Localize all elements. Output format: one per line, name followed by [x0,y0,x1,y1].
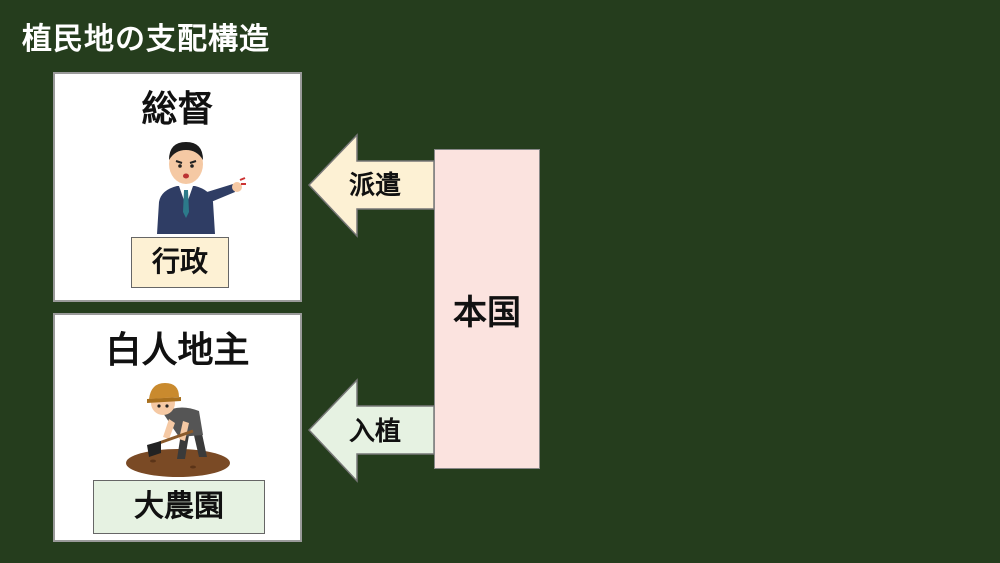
farmer-digging-icon [123,373,233,481]
governor-panel: 総督 行政 [53,72,302,302]
governor-heading: 総督 [141,89,214,130]
plantation-label: 大農園 [93,480,265,534]
home-country-box: 本国 [434,149,540,469]
dispatch-label: 派遣 [349,171,402,201]
home-country-label: 本国 [453,292,521,333]
landlord-heading: 白人地主 [105,330,250,371]
page-title: 植民地の支配構造 [22,22,270,57]
admin-label: 行政 [131,237,229,288]
settle-label: 入植 [349,417,402,447]
official-pointing-icon [137,134,247,238]
landlord-panel: 白人地主 大農園 [53,313,302,542]
